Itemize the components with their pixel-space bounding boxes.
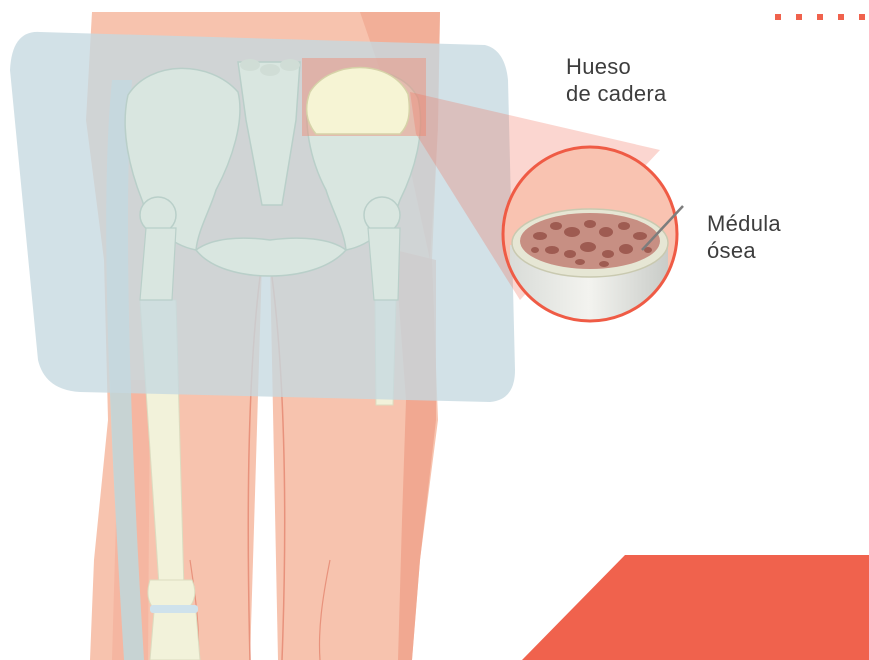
corner-decoration [522, 555, 869, 660]
decor-dot [775, 14, 781, 20]
bone-marrow-label: Médula ósea [707, 210, 781, 264]
bone-marrow-label-line1: Médula [707, 210, 781, 237]
decor-dot [838, 14, 844, 20]
decor-dot [817, 14, 823, 20]
hip-bone-label-line1: Hueso [566, 53, 667, 80]
hip-bone-highlight [302, 58, 426, 136]
hip-bone-label-line2: de cadera [566, 80, 667, 107]
bone-marrow-label-line2: ósea [707, 237, 781, 264]
hip-bone-label: Hueso de cadera [566, 53, 667, 107]
dot-decoration [775, 14, 865, 20]
decor-dot [859, 14, 865, 20]
marrow-magnifier [503, 147, 683, 330]
decor-dot [796, 14, 802, 20]
